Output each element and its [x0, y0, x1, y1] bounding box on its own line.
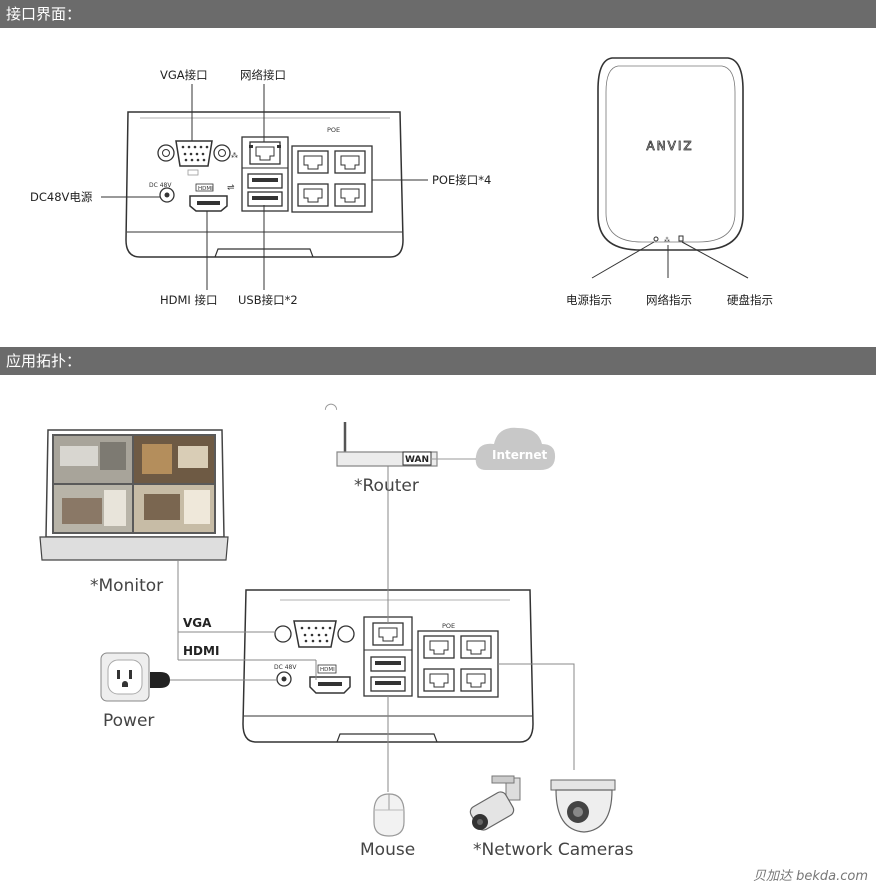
network-led-icon: ⁂ [664, 237, 670, 244]
disk-led-icon [678, 235, 684, 242]
section-title-interface: 接口界面： [6, 5, 82, 23]
brand-logo: ANVIZ [646, 139, 693, 153]
internet-label: Internet [492, 448, 547, 462]
dome-camera-icon [550, 779, 616, 833]
bullet-camera-icon [469, 775, 521, 831]
label-vga-link: VGA [183, 616, 212, 630]
wan-label: WAN [405, 455, 429, 465]
router-illustration: ◠ WAN [324, 399, 438, 467]
label-monitor: *Monitor [90, 576, 163, 596]
nvr-front-view: ANVIZ ⁂ [597, 57, 744, 251]
svg-text:⁂: ⁂ [231, 152, 238, 160]
svg-text:⇌: ⇌ [227, 183, 235, 193]
wifi-icon: ◠ [324, 399, 338, 418]
label-network-cameras: *Network Cameras [473, 840, 634, 860]
mouse-icon [373, 793, 405, 837]
label-hdmi-port: HDMI 接口 [160, 293, 217, 307]
label-power-indicator: 电源指示 [566, 293, 612, 307]
nvr-topology: DC 48V HDMI POE [242, 589, 534, 743]
label-poe-ports: POE接口*4 [432, 173, 491, 187]
hdmi-small-label: HDMI [198, 186, 213, 192]
monitor-illustration [39, 429, 229, 561]
power-outlet-icon [100, 652, 170, 702]
section-bar-interface: 接口界面： [0, 0, 876, 28]
dc-small-label-2: DC 48V [274, 664, 297, 671]
poe-small-label: POE [327, 126, 340, 134]
dc-small-label: DC 48V [149, 182, 172, 189]
leader-lines-top [101, 84, 428, 290]
label-network-indicator: 网络指示 [646, 293, 692, 307]
label-hdmi-link: HDMI [183, 644, 219, 658]
connection-lines [170, 466, 575, 792]
label-vga-port: VGA接口 [160, 68, 208, 82]
watermark: 贝加达 bekda.com [752, 869, 868, 884]
poe-small-label-2: POE [442, 622, 455, 630]
label-mouse: Mouse [360, 840, 415, 860]
label-disk-indicator: 硬盘指示 [727, 293, 773, 307]
section-title-topology: 应用拓扑： [6, 352, 82, 370]
power-led-icon [653, 236, 659, 242]
vga-port [157, 140, 231, 176]
label-dc-power: DC48V电源 [30, 190, 93, 204]
internet-cloud-icon: Internet [475, 427, 556, 470]
leader-lines-front [591, 241, 749, 279]
poe-ports: POE [291, 126, 373, 213]
hdmi-port: HDMI [189, 183, 228, 212]
lan-usb-block: ⇌ ⁂ [227, 136, 289, 212]
dc-power-jack: DC 48V [149, 182, 175, 203]
label-router: *Router [354, 476, 419, 496]
label-power: Power [103, 711, 154, 731]
hdmi-small-label-2: HDMI [320, 667, 335, 673]
section-bar-topology: 应用拓扑： [0, 347, 876, 375]
label-network-port: 网络接口 [240, 68, 286, 82]
label-usb-ports: USB接口*2 [238, 293, 298, 307]
